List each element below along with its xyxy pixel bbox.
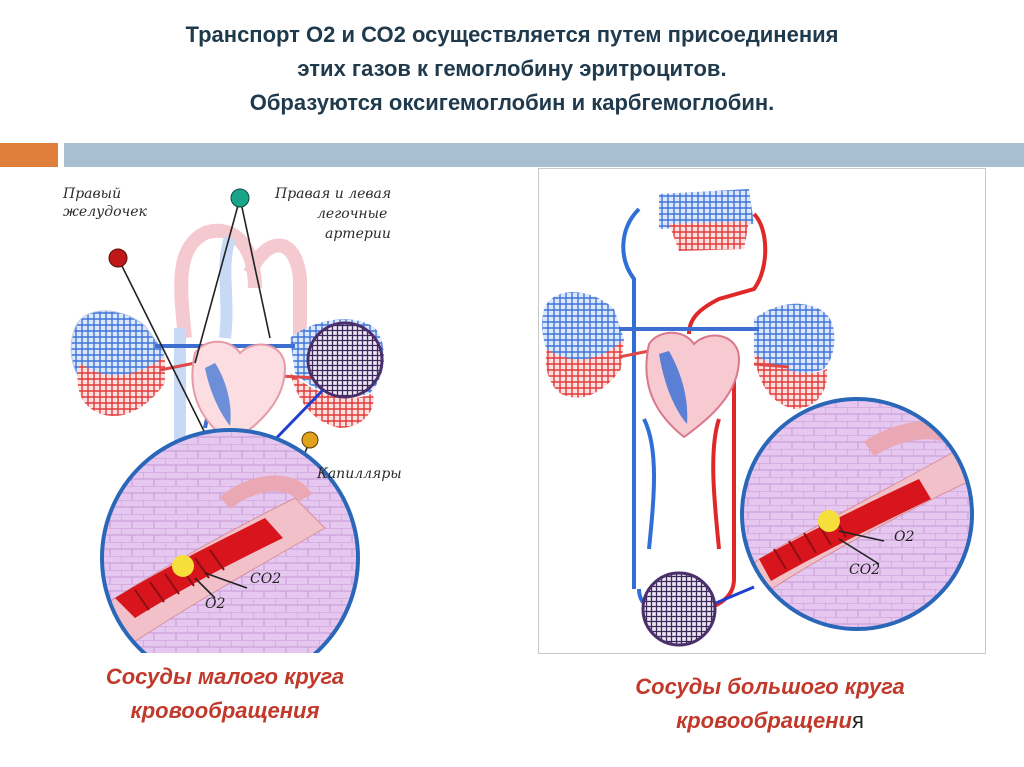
title-line-3: Образуются оксигемоглобин и карбгемоглоб… — [249, 90, 775, 115]
label-o2-right: O2 — [894, 529, 914, 545]
right-ventricle-shape — [205, 363, 231, 426]
accent-bar — [0, 143, 58, 167]
label-right-ventricle-2: желудочек — [63, 204, 148, 220]
zoom-arrow — [715, 585, 755, 605]
left-lung-arterial-net — [77, 356, 165, 416]
label-right-ventricle-1: Правый — [62, 186, 121, 202]
caption-left-line-1: Сосуды малого круга — [105, 664, 345, 689]
label-pulmonary-arteries-1: Правая и левая — [274, 186, 391, 202]
right-lung-arterial-net — [754, 354, 828, 409]
right-ventricle-shape — [659, 351, 688, 424]
divider-bar — [64, 143, 1024, 167]
heart — [645, 331, 741, 439]
label-pulmonary-arteries-2: легочные — [317, 206, 387, 222]
pointer-dot-teal — [230, 188, 250, 208]
pulmonary-diagram: Правый желудочек Правая и левая легочные… — [62, 186, 402, 688]
label-capillaries: Капилляры — [316, 466, 402, 482]
left-lung-arterial-net — [545, 339, 624, 398]
capillary-zoom-lens — [100, 428, 360, 688]
title-line-2: этих газов к гемоглобину эритроцитов. — [297, 56, 727, 81]
great-vessels — [174, 223, 307, 348]
systemic-circulation-illustration: O2 CO2 — [538, 168, 986, 654]
caption-right-line-2: кровообращения — [560, 704, 980, 738]
caption-right-line-1: Сосуды большого круга — [635, 674, 905, 699]
left-lung-venous-net — [542, 292, 624, 373]
slide-title: Транспорт О2 и СО2 осуществляется путем … — [40, 18, 984, 120]
tissue-capillary-zoom-lens — [740, 397, 974, 631]
label-pulmonary-arteries-3: артерии — [325, 226, 391, 242]
right-lung-venous-net — [754, 303, 835, 374]
capillary-net-magnifier — [306, 321, 384, 399]
title-line-1: Транспорт О2 и СО2 осуществляется путем … — [185, 22, 839, 47]
caption-right-line-2-main: кровообращени — [676, 708, 852, 733]
label-co2-right: CO2 — [849, 562, 880, 578]
tissue-capillary-magnifier — [641, 571, 717, 647]
label-pointers — [108, 188, 319, 504]
upper-body-net-venous — [659, 189, 754, 229]
pulmonary-circulation-illustration: Правый желудочек Правая и левая легочные… — [55, 178, 455, 688]
pointer-dot-red — [108, 248, 128, 268]
caption-systemic-circulation: Сосуды большого круга кровообращения — [560, 670, 980, 738]
label-co2-left: CO2 — [250, 571, 281, 587]
upper-body-net-arterial — [669, 221, 749, 251]
caption-pulmonary-circulation: Сосуды малого круга кровообращения — [40, 660, 410, 728]
label-o2-left: O2 — [205, 596, 225, 612]
caption-left-line-2: кровообращения — [130, 698, 320, 723]
caption-right-line-2-tail: я — [852, 708, 864, 733]
right-lung-arterial-net — [290, 373, 374, 428]
pointer-dot-gold — [301, 431, 319, 449]
systemic-diagram: O2 CO2 — [542, 189, 974, 647]
